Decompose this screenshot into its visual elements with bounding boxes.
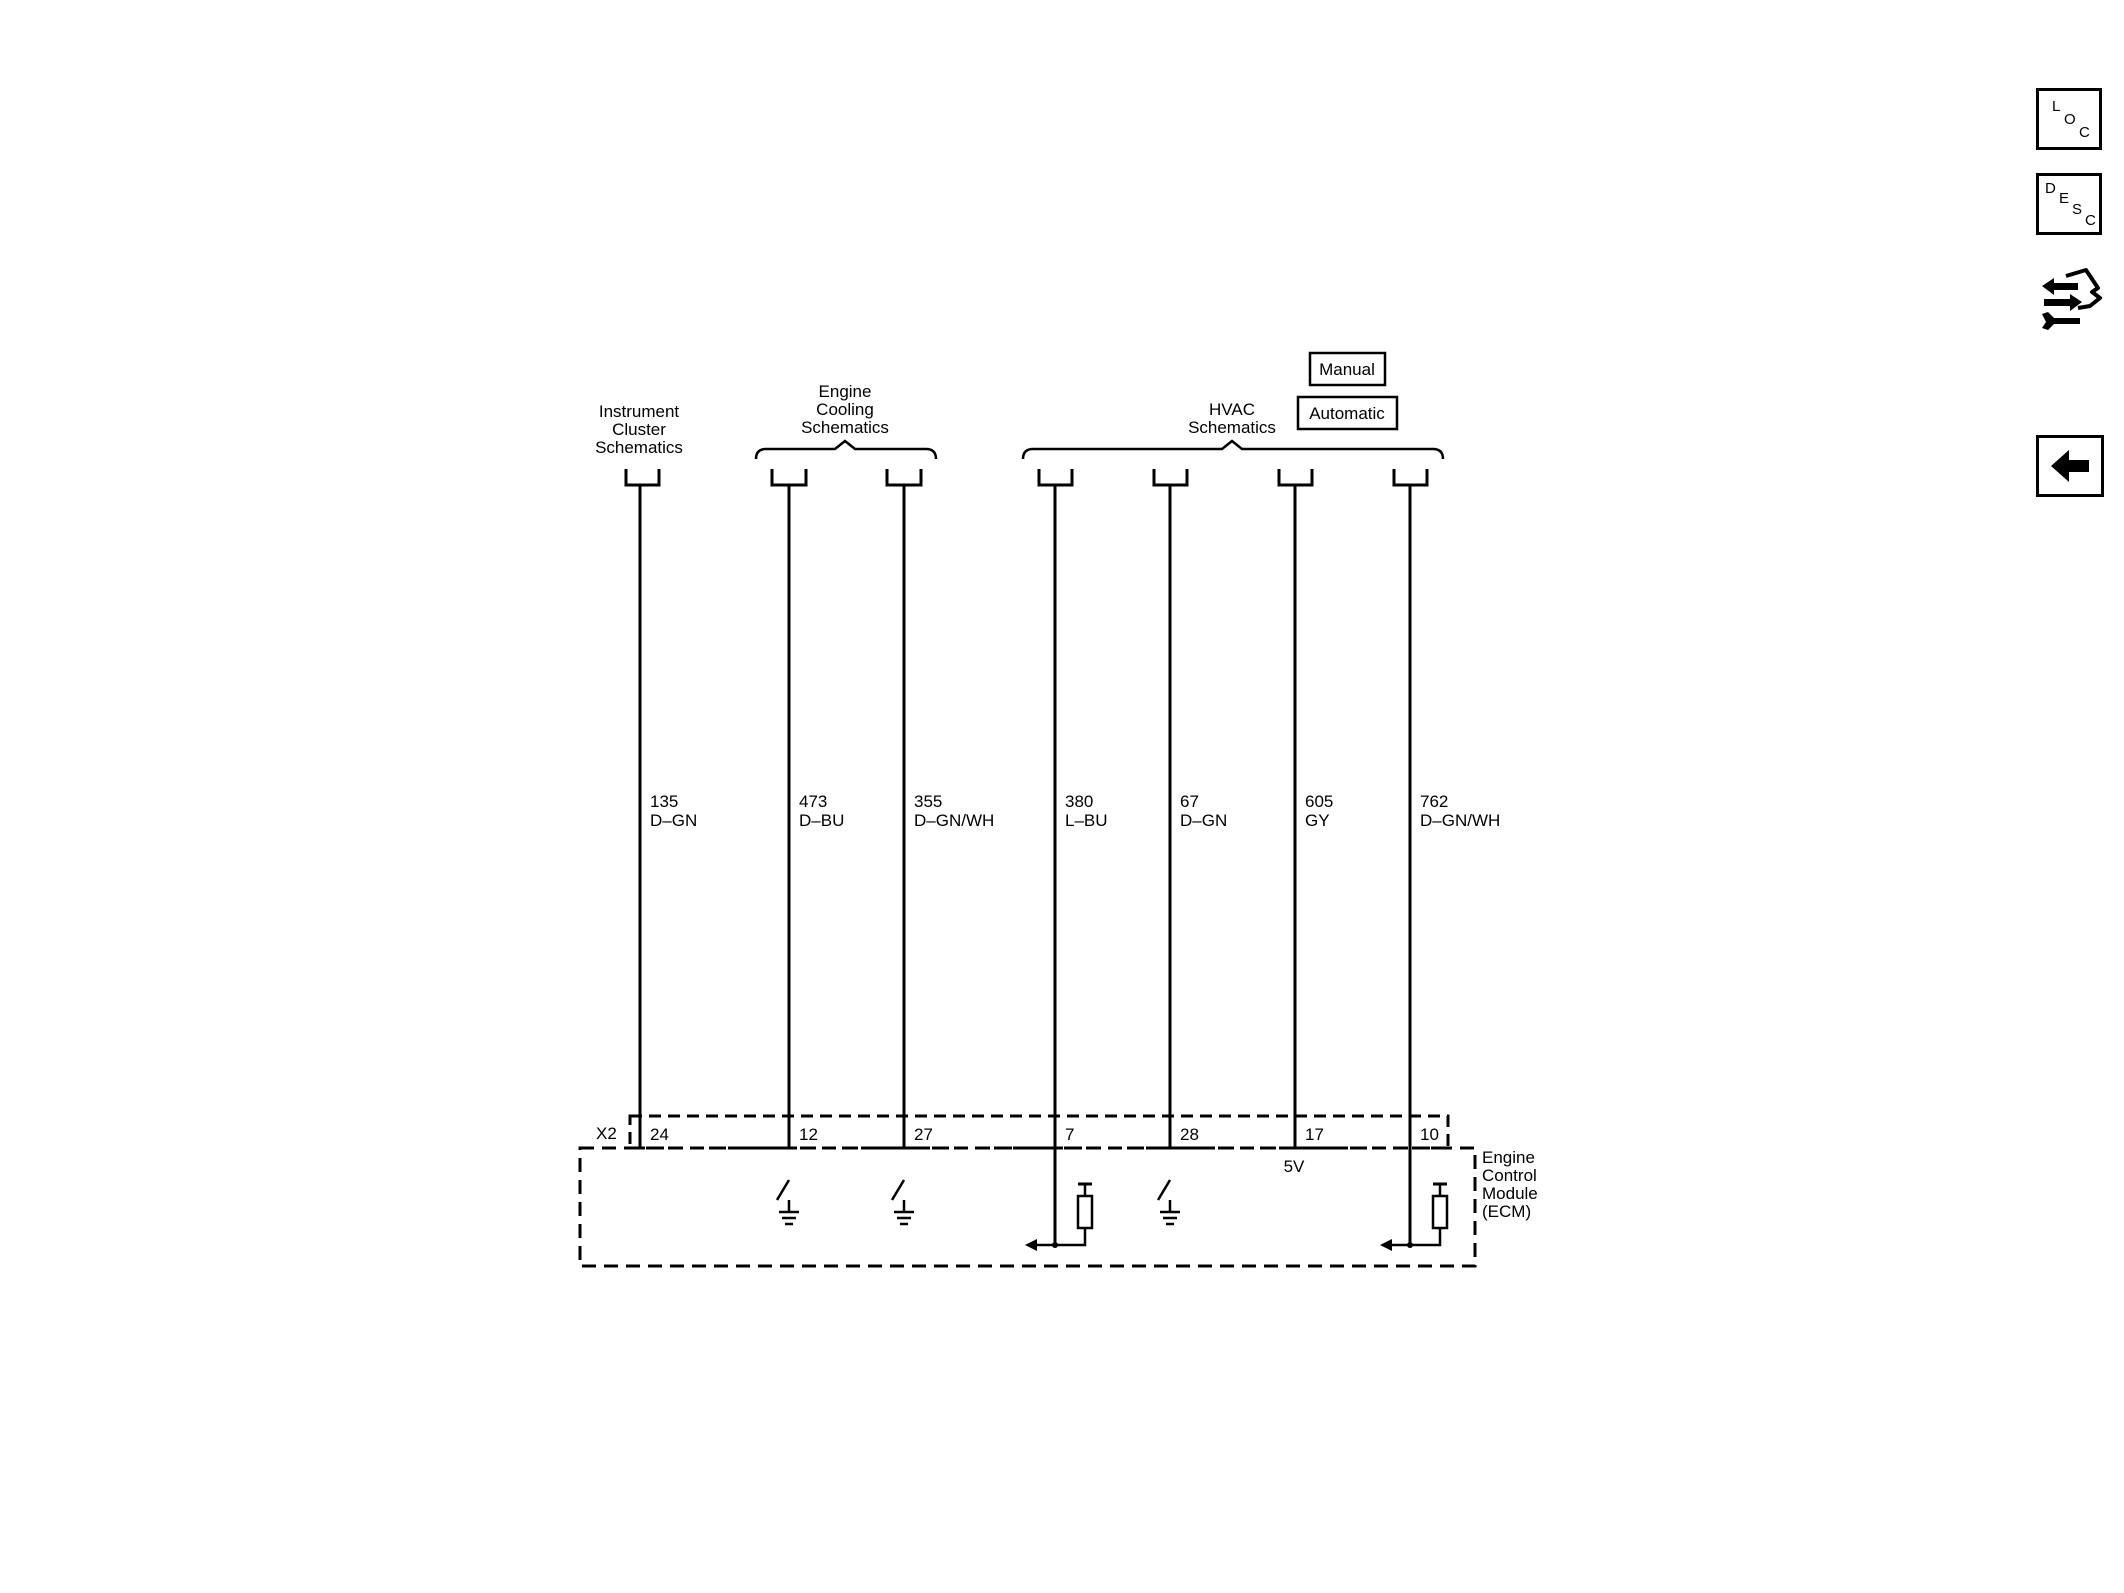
x2-connector-outline (628, 1114, 1450, 1150)
hvac-group-brace (1021, 439, 1445, 460)
wire-7-color: D–GN/WH (1420, 811, 1500, 830)
cooling-header-line-2: Cooling (816, 400, 874, 419)
manual-button-frame (1308, 351, 1387, 387)
desc-letter-e: E (2059, 190, 2070, 207)
tools-home-icon[interactable] (2034, 262, 2106, 334)
manual-button[interactable]: Manual (1308, 351, 1387, 387)
instrument-header-line-3: Schematics (595, 438, 683, 457)
reference-voltage: 5V (1284, 1157, 1305, 1176)
desc-letter-d: D (2045, 180, 2056, 197)
ecm-label-line-4: (ECM) (1482, 1202, 1531, 1221)
hvac-header-line-2: Schematics (1188, 418, 1276, 437)
wire-3-color: D–GN/WH (914, 811, 994, 830)
instrument-header-line-1: Instrument (599, 402, 680, 421)
manual-button-label: Manual (1319, 360, 1375, 379)
wire-7-circuit: 762 (1420, 792, 1448, 811)
wire-4-circuit: 380 (1065, 792, 1093, 811)
wire-4-color: L–BU (1065, 811, 1108, 830)
hvac-header-line-1: HVAC (1209, 400, 1255, 419)
left-arrow-icon (2051, 450, 2089, 482)
cooling-header-line-3: Schematics (801, 418, 889, 437)
ecm-label-line-1: Engine (1482, 1148, 1535, 1167)
wire-2-color: D–BU (799, 811, 844, 830)
desc-letter-c: C (2085, 212, 2096, 229)
engine-cooling-header[interactable]: Engine Cooling Schematics (801, 382, 889, 437)
pin-7: 10 (1420, 1125, 1439, 1144)
loc-letter-o: O (2064, 111, 2076, 128)
ground-switch-355 (890, 1179, 914, 1226)
ecm-label-line-3: Module (1482, 1184, 1538, 1203)
pin-5: 28 (1180, 1125, 1199, 1144)
cooling-header-line-1: Engine (819, 382, 872, 401)
connector-bracket-4 (1037, 469, 1074, 487)
location-button[interactable]: L O C (2036, 88, 2102, 150)
connector-label: X2 (596, 1124, 617, 1143)
loc-letter-c: C (2079, 124, 2090, 141)
cooling-group-brace (754, 439, 938, 460)
connector-bracket-7 (1392, 469, 1429, 487)
ground-switch-67 (1156, 1179, 1180, 1226)
automatic-button[interactable]: Automatic (1296, 395, 1399, 431)
back-button[interactable] (2036, 435, 2104, 497)
pin-3: 27 (914, 1125, 933, 1144)
automatic-button-label: Automatic (1309, 404, 1385, 423)
pin-2: 12 (799, 1125, 818, 1144)
wire-5-circuit: 67 (1180, 792, 1199, 811)
pull-up-resistor-762 (1380, 1182, 1449, 1251)
connector-bracket-6 (1277, 469, 1314, 487)
hvac-header[interactable]: HVAC Schematics (1188, 400, 1276, 437)
wire-2-circuit: 473 (799, 792, 827, 811)
desc-letter-s: S (2072, 201, 2083, 218)
connector-bracket-1 (624, 469, 661, 487)
wire-6-circuit: 605 (1305, 792, 1333, 811)
pin-6: 17 (1305, 1125, 1324, 1144)
pin-1: 24 (650, 1125, 669, 1144)
instrument-header-line-2: Cluster (612, 420, 666, 439)
connector-bracket-3 (885, 469, 923, 487)
ecm-label-line-2: Control (1482, 1166, 1537, 1185)
wire-5-color: D–GN (1180, 811, 1227, 830)
instrument-cluster-header[interactable]: Instrument Cluster Schematics (595, 402, 683, 457)
pin-4: 7 (1065, 1125, 1074, 1144)
connector-bracket-2 (770, 469, 808, 487)
loc-letter-l: L (2052, 98, 2061, 115)
ecm-module-outline[interactable] (578, 1146, 1477, 1268)
wire-1-color: D–GN (650, 811, 697, 830)
ground-switch-473 (775, 1179, 799, 1226)
connector-bracket-5 (1152, 469, 1189, 487)
automatic-button-frame (1296, 395, 1399, 431)
wire-6-color: GY (1305, 811, 1330, 830)
wire-1-circuit: 135 (650, 792, 678, 811)
ecm-label: Engine Control Module (ECM) (1482, 1148, 1538, 1221)
description-button[interactable]: D E S C (2036, 173, 2102, 235)
pull-up-resistor-380 (1025, 1182, 1094, 1251)
wire-3-circuit: 355 (914, 792, 942, 811)
